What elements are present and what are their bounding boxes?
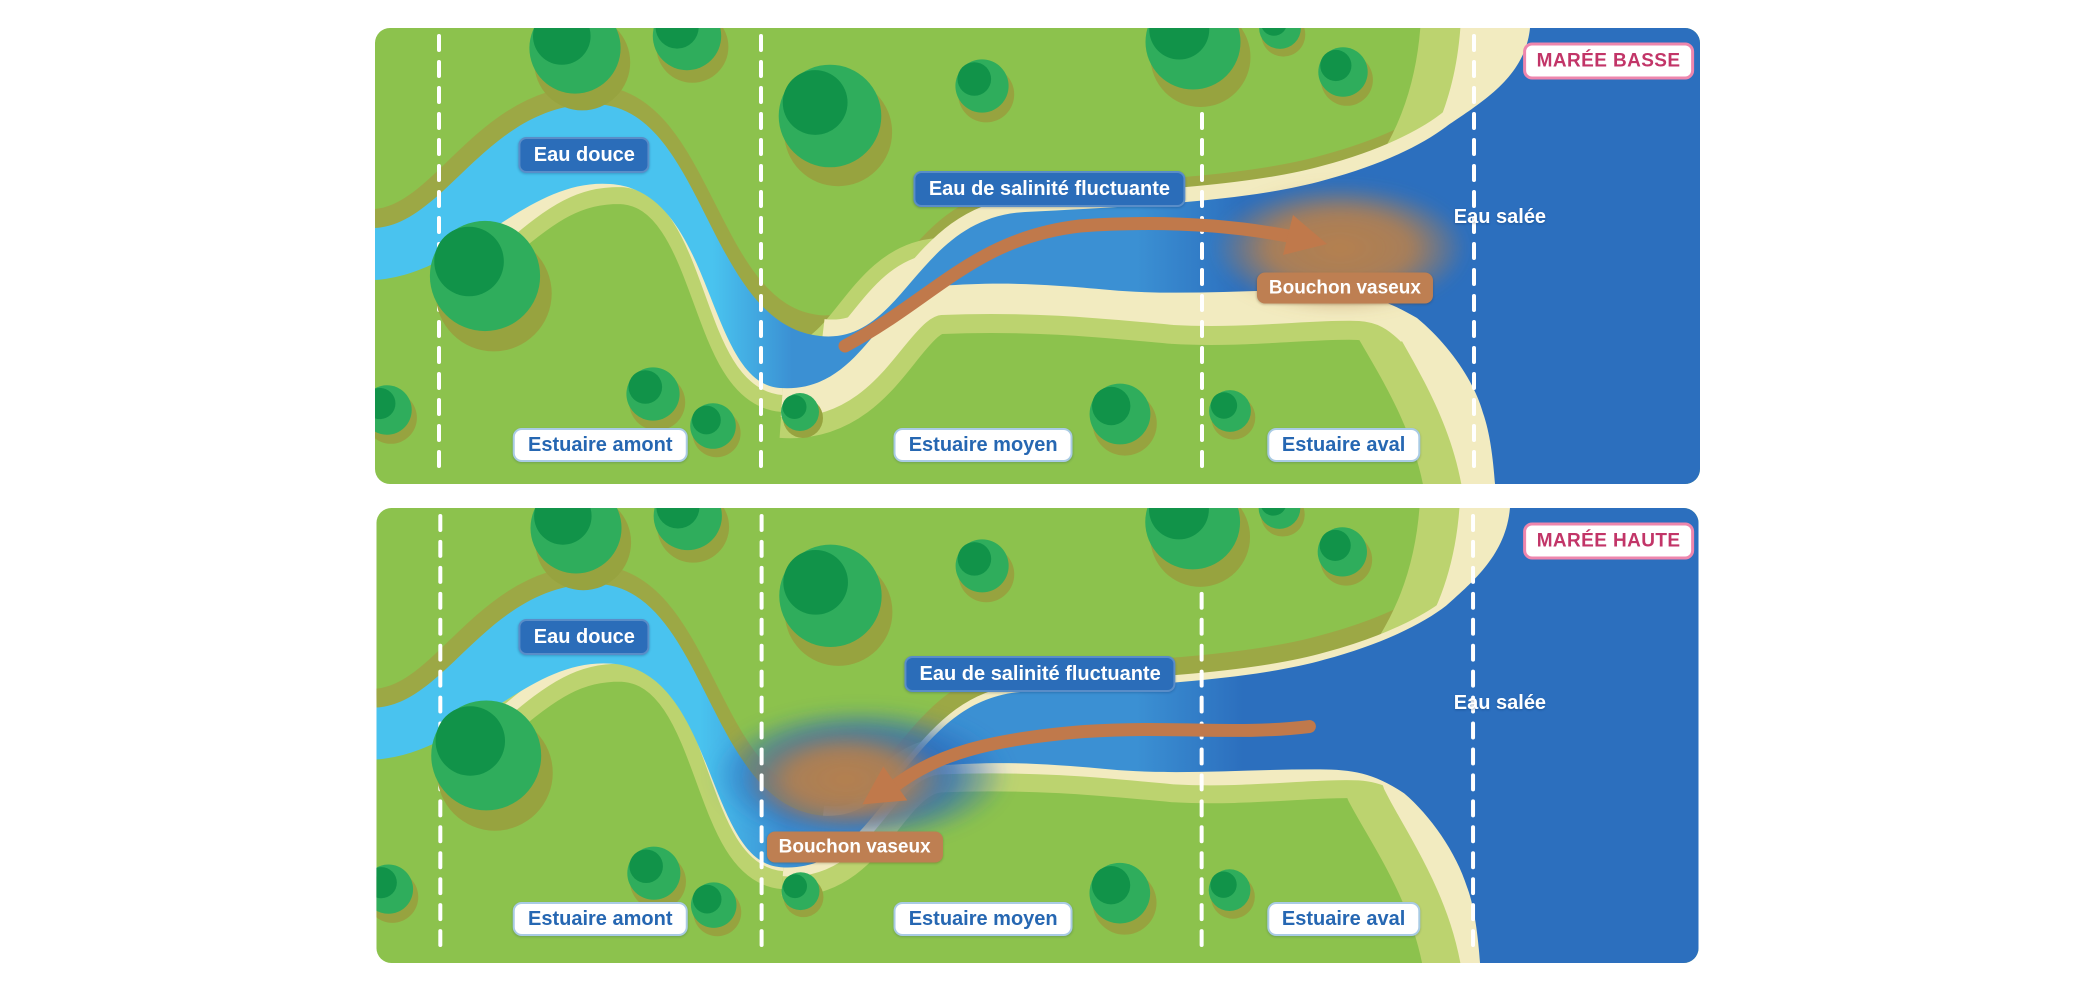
zone-label-middle: Estuaire moyen: [893, 901, 1073, 936]
zone-label-upstream: Estuaire amont: [513, 428, 688, 463]
estuary-map-high-tide-illustration: [376, 508, 1699, 963]
fluctuating-salinity-label: Eau de salinité fluctuante: [913, 170, 1186, 207]
riverbank-sand: [821, 41, 1528, 346]
fluctuating-salinity-label: Eau de salinité fluctuante: [904, 656, 1176, 693]
estuary-water: [375, 28, 1700, 484]
tide-state-badge: MARÉE HAUTE: [1522, 522, 1695, 560]
mud-flow-arrow: [862, 720, 1316, 805]
estuary-map-low-tide-illustration: [375, 28, 1700, 484]
mud-plug-blob: [743, 727, 948, 832]
tide-state-badge: MARÉE BASSE: [1522, 42, 1695, 80]
zone-label-upstream: Estuaire amont: [513, 901, 688, 936]
salt-water-label: Eau salée: [1453, 691, 1547, 714]
fresh-water-label: Eau douce: [518, 619, 650, 656]
mud-flow-arrow: [838, 215, 1327, 353]
zone-label-downstream: Estuaire aval: [1266, 428, 1421, 463]
zone-label-middle: Estuaire moyen: [893, 428, 1073, 463]
fresh-water-label: Eau douce: [518, 137, 650, 174]
mud-plug-label: Bouchon vaseux: [766, 831, 943, 863]
panel-low-tide: MARÉE BASSE Eau douce Eau de salinité fl…: [375, 28, 1700, 484]
panel-high-tide: MARÉE HAUTE Eau douce Eau de salinité fl…: [375, 508, 1700, 963]
salt-water-label: Eau salée: [1453, 206, 1547, 229]
zone-label-downstream: Estuaire aval: [1266, 901, 1421, 936]
mud-plug-label: Bouchon vaseux: [1256, 272, 1433, 304]
